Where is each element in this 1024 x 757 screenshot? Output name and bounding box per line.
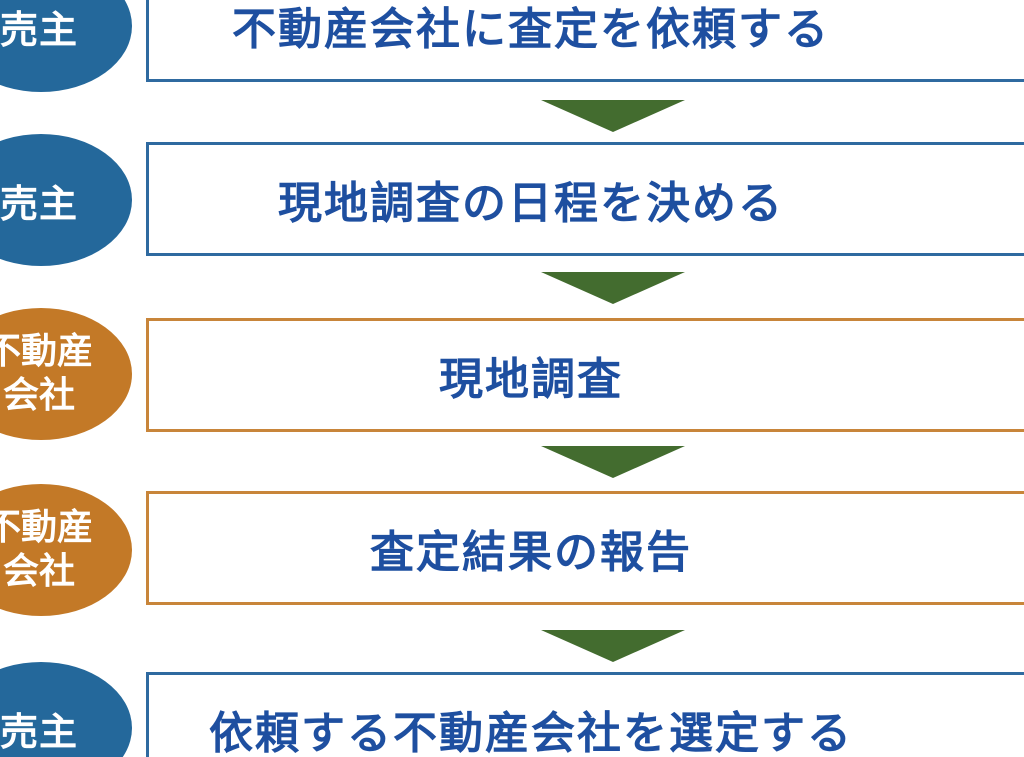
step-box-site-survey: 現地調査 <box>146 318 1024 432</box>
actor-badge-company: 不動産 会社 <box>0 484 132 616</box>
step-box-select-company: 依頼する不動産会社を選定する <box>146 672 1024 757</box>
actor-badge-seller: 売主 <box>0 662 132 757</box>
actor-label: 売主 <box>0 7 78 52</box>
actor-badge-seller: 売主 <box>0 0 132 92</box>
step-label: 査定結果の報告 <box>370 527 692 578</box>
actor-label-line: 会社 <box>2 551 75 592</box>
down-arrow-icon <box>541 272 685 304</box>
step-box-request-appraisal: 不動産会社に査定を依頼する <box>146 0 1024 82</box>
down-arrow-icon <box>541 100 685 132</box>
actor-label-line: 不動産 <box>0 331 93 372</box>
actor-label: 売主 <box>0 709 78 754</box>
step-label: 不動産会社に査定を依頼する <box>232 4 830 55</box>
step-label: 現地調査 <box>439 354 623 405</box>
step-label: 依頼する不動産会社を選定する <box>209 708 853 757</box>
step-box-appraisal-report: 査定結果の報告 <box>146 491 1024 605</box>
step-box-schedule-survey: 現地調査の日程を決める <box>146 142 1024 256</box>
actor-label: 売主 <box>0 181 78 226</box>
down-arrow-icon <box>541 446 685 478</box>
down-arrow-icon <box>541 630 685 662</box>
actor-label-line: 会社 <box>2 375 75 416</box>
step-label: 現地調査の日程を決める <box>278 178 784 229</box>
actor-badge-company: 不動産 会社 <box>0 308 132 440</box>
actor-label-line: 不動産 <box>0 507 93 548</box>
actor-badge-seller: 売主 <box>0 134 132 266</box>
